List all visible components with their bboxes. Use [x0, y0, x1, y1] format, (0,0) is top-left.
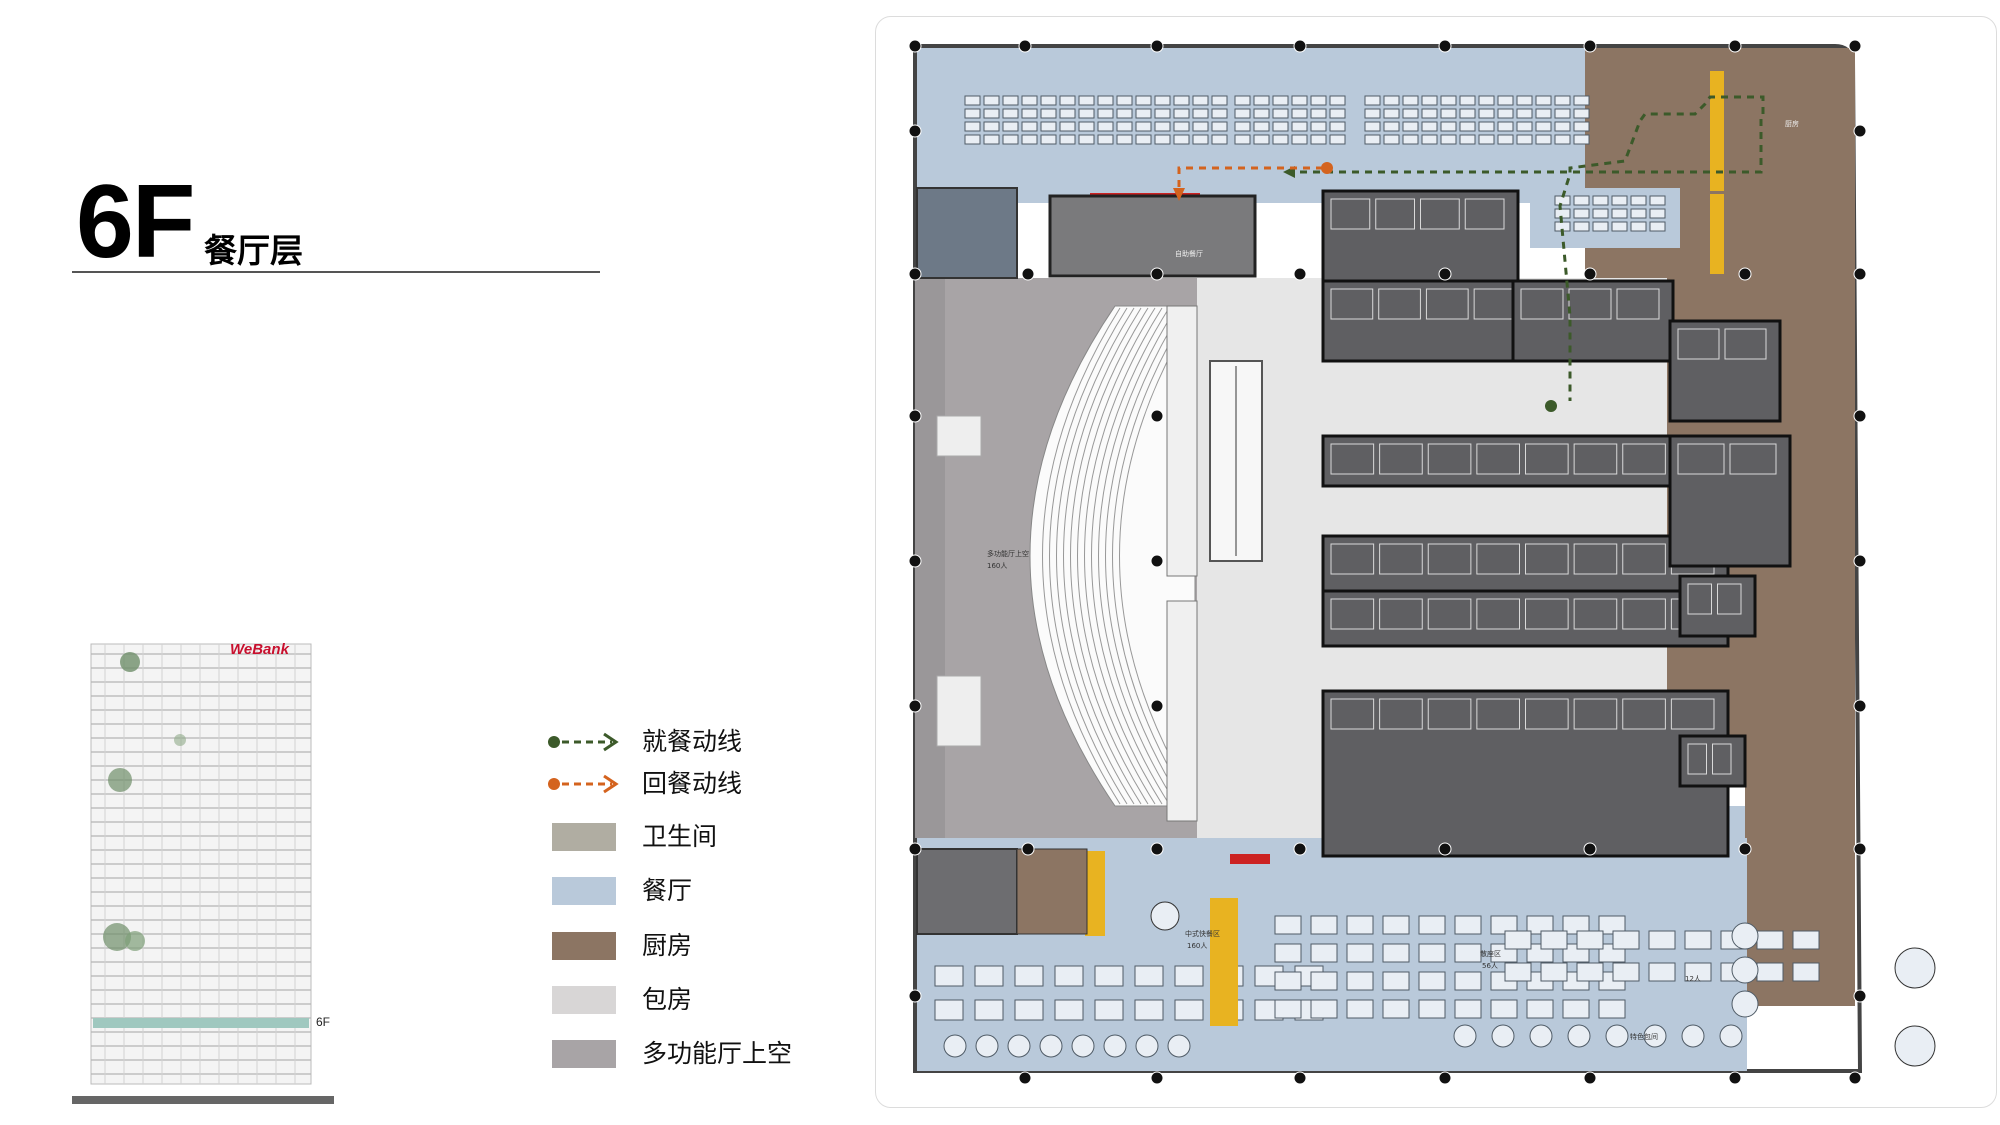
svg-text:厨房: 厨房 [1785, 119, 1799, 128]
legend-swatch [552, 1040, 616, 1068]
legend-item-7 [548, 1036, 616, 1072]
legend-swatch [552, 823, 616, 851]
svg-text:多功能厅上空: 多功能厅上空 [987, 549, 1029, 558]
legend-item-2 [548, 766, 624, 802]
legend-label: 多功能厅上空 [642, 1039, 793, 1068]
legend-item-4 [548, 873, 616, 909]
svg-text:56人: 56人 [1482, 962, 1498, 970]
svg-text:自助餐厅: 自助餐厅 [1175, 249, 1203, 258]
building-window-columns [104, 644, 296, 1084]
legend-item-6 [548, 982, 616, 1018]
svg-text:12人: 12人 [1685, 975, 1701, 983]
legend-arrow-icon [548, 732, 619, 752]
legend-swatch [552, 986, 616, 1014]
building-floor-tag: 6F [316, 1015, 330, 1029]
ground-line [72, 1096, 334, 1104]
floor-plan: 多功能厅上空 160人 中式快餐区 160人 散座区 56人 特色包间 12人 … [908, 39, 1936, 1085]
highlighted-floor-band [93, 1018, 309, 1028]
legend-swatch [552, 877, 616, 905]
svg-text:160人: 160人 [987, 562, 1007, 570]
dining-path [1558, 95, 1765, 401]
legend-label: 餐厅 [642, 876, 693, 905]
legend-label: 卫生间 [642, 822, 718, 851]
svg-text:特色包间: 特色包间 [1630, 1032, 1658, 1041]
building-elevation: WeBank 6F [72, 641, 334, 1104]
svg-text:160人: 160人 [1187, 942, 1207, 950]
svg-text:中式快餐区: 中式快餐区 [1185, 929, 1220, 938]
svg-text:散座区: 散座区 [1480, 949, 1501, 958]
floor-subtitle: 餐厅层 [204, 231, 303, 270]
legend-label: 包房 [642, 985, 693, 1014]
legend-item-1 [548, 724, 624, 760]
legend-label: 就餐动线 [642, 727, 743, 756]
stair-bank-1 [1166, 305, 1198, 577]
stair-bank-2 [1166, 600, 1198, 822]
legend-swatch [552, 932, 616, 960]
structural-columns [908, 39, 1867, 1085]
legend-item-3 [548, 819, 616, 855]
floor-title: 6F [76, 164, 195, 280]
webank-logo: WeBank [230, 641, 290, 658]
legend-label: 回餐动线 [642, 769, 743, 798]
legend-arrow-icon [548, 774, 619, 794]
legend-label: 厨房 [642, 931, 693, 960]
legend-item-5 [548, 928, 616, 964]
title-underline [72, 271, 600, 273]
service-cores [1321, 189, 1792, 858]
hall-seating-arcs [1029, 305, 1198, 807]
return-path [1177, 166, 1323, 191]
